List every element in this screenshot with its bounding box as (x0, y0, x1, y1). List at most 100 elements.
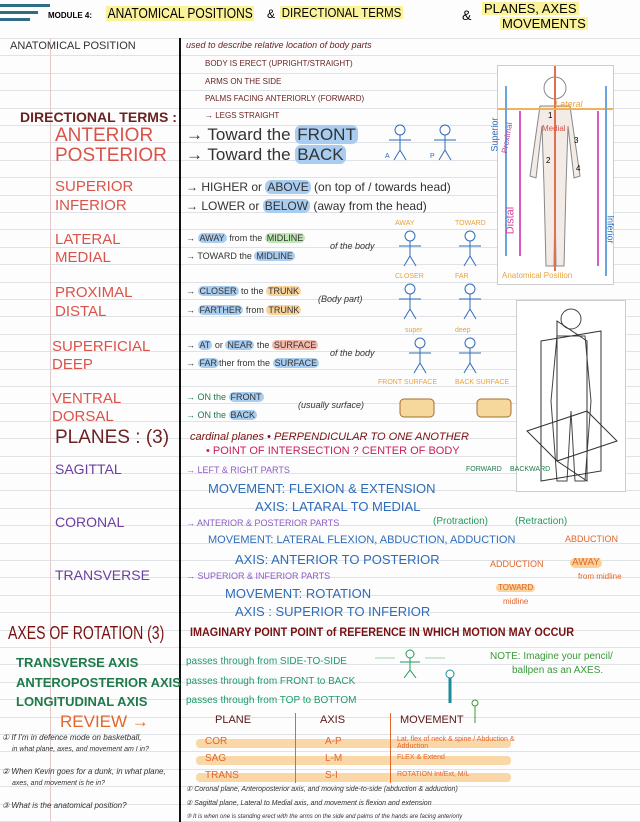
divider-line (179, 38, 181, 822)
note-backward: BACKWARD (510, 466, 551, 473)
bracket-note: of the body (330, 241, 375, 251)
term-proximal: PROXIMAL (55, 284, 133, 301)
table-header: AXIS (320, 714, 346, 726)
note-retraction: (Retraction) (515, 516, 568, 527)
definition-part: → (186, 286, 198, 296)
definition-distal: → FARTHER from TRUNK (186, 305, 302, 315)
definition-part: or (212, 340, 226, 350)
header-marks (0, 2, 50, 25)
definition-lateral: → AWAY from the MIDLINE (186, 233, 306, 243)
figure-label: P (430, 153, 435, 160)
table-header: MOVEMENT (400, 714, 464, 726)
plane-sagittal: SAGITTAL (55, 461, 122, 477)
table-cell: L-M (325, 753, 343, 764)
plane-movement: MOVEMENT: FLEXION & EXTENSION (208, 481, 436, 496)
definition-part: → ON the (186, 410, 229, 420)
ruled-line (0, 351, 640, 352)
review-answer: ① Coronal plane, Anteroposterior axis, a… (186, 786, 458, 793)
table-cell: S-I (325, 770, 338, 781)
abduction-sub: from midline (578, 572, 622, 581)
axes-stick-figures-icon (375, 649, 479, 723)
term-medial: MEDIAL (55, 249, 111, 266)
review-question: ③ What is the anatomical position? (2, 801, 127, 810)
figure-label: CLOSER (395, 273, 424, 280)
planes-desc: cardinal planes • PERPENDICULAR TO ONE A… (190, 431, 469, 443)
ruled-line (0, 543, 640, 544)
stick-figure-icon (434, 124, 456, 161)
definition-part: CLOSER (197, 286, 239, 296)
car-icon (476, 398, 512, 418)
ruled-line (0, 525, 640, 526)
figure-label: BACK SURFACE (455, 379, 510, 386)
ruled-line (0, 334, 640, 335)
definition-part: MIDLINE (254, 251, 295, 261)
ampersand: & (267, 7, 276, 21)
ruled-line (0, 403, 640, 404)
definition-part: → ON the (186, 392, 229, 402)
ruled-line (0, 595, 640, 596)
plane-coronal: CORONAL (55, 514, 125, 530)
stick-figure-icon (459, 230, 481, 267)
definition-part: BELOW (262, 199, 311, 213)
definition-part: → LOWER or (186, 199, 263, 213)
plane-parts: → ANTERIOR & POSTERIOR PARTS (186, 518, 340, 528)
page-title: ANATOMICAL POSITIONS (106, 5, 255, 22)
ruled-line (0, 490, 640, 491)
table-divider (390, 713, 391, 783)
ruled-line (0, 195, 640, 196)
stick-figure-icon (459, 283, 481, 320)
plane-transverse: TRANSVERSE (55, 567, 150, 583)
table-header: PLANE (215, 714, 252, 726)
term-lateral: LATERAL (55, 231, 121, 248)
definition-part: → (186, 233, 198, 243)
review-question: ① If I'm in defence mode on basketball, (2, 733, 142, 742)
plane-movement: MOVEMENT: LATERAL FLEXION, ABDUCTION, AD… (208, 534, 516, 546)
stick-figure-icon (399, 283, 421, 320)
ruled-line (0, 369, 640, 370)
axis-name: LONGITUDINAL AXIS (16, 694, 148, 709)
plane-axis: AXIS : SUPERIOR TO INFERIOR (235, 604, 431, 619)
figure-label: AWAY (395, 220, 415, 227)
definition-part: TRUNK (266, 305, 302, 315)
definition-part: → (186, 358, 198, 368)
page-title-3: PLANES, AXES (482, 1, 579, 16)
ruled-line (0, 682, 640, 683)
definition-part: AT (197, 340, 213, 350)
label-1: 1 (548, 111, 553, 120)
review-question: ② When Kevin goes for a dunk, in what pl… (2, 767, 166, 776)
definition-part: FRONT (295, 125, 358, 144)
anatomical-position-term: ANATOMICAL POSITION (10, 40, 136, 52)
label-2: 2 (546, 156, 551, 165)
ruled-line (0, 473, 640, 474)
ruled-line (0, 421, 640, 422)
label-medial: Medial (542, 124, 566, 133)
term-ventral: VENTRAL (52, 390, 122, 407)
ruled-line (0, 769, 640, 770)
ruled-line (0, 316, 640, 317)
definition-part: FAR (197, 358, 220, 368)
review-question: axes, and movement is he in? (12, 780, 105, 787)
figure-caption: Anatomical Position (502, 271, 573, 280)
stick-figure-icon (399, 230, 421, 267)
ruled-line (0, 612, 640, 613)
term-superior: SUPERIOR (55, 178, 134, 195)
planes-desc-2: • POINT OF INTERSECTION ? CENTER OF BODY (206, 445, 460, 457)
plane-movement: MOVEMENT: ROTATION (225, 586, 372, 601)
term-inferior: INFERIOR (55, 197, 127, 214)
definition-part: → (186, 305, 198, 315)
directional-heading: DIRECTIONAL TERMS : (20, 109, 177, 125)
axes-note: NOTE: Imagine your pencil/ (490, 651, 613, 662)
ruled-line (0, 560, 640, 561)
plane-axis: AXIS: ANTERIOR TO POSTERIOR (235, 552, 440, 567)
definition-part: → TOWARD the (186, 251, 255, 261)
term-distal: DISTAL (55, 303, 107, 320)
axes-desc: IMAGINARY POINT POINT of REFERENCE IN WH… (190, 625, 575, 639)
definition-part: BACK (295, 145, 346, 164)
stick-figure-icon (459, 337, 481, 374)
definition-part: AWAY (197, 233, 227, 243)
ruled-line (0, 734, 640, 735)
definition-part: FARTHER (197, 305, 244, 315)
ruled-line (0, 73, 640, 74)
ruled-line (0, 647, 640, 648)
